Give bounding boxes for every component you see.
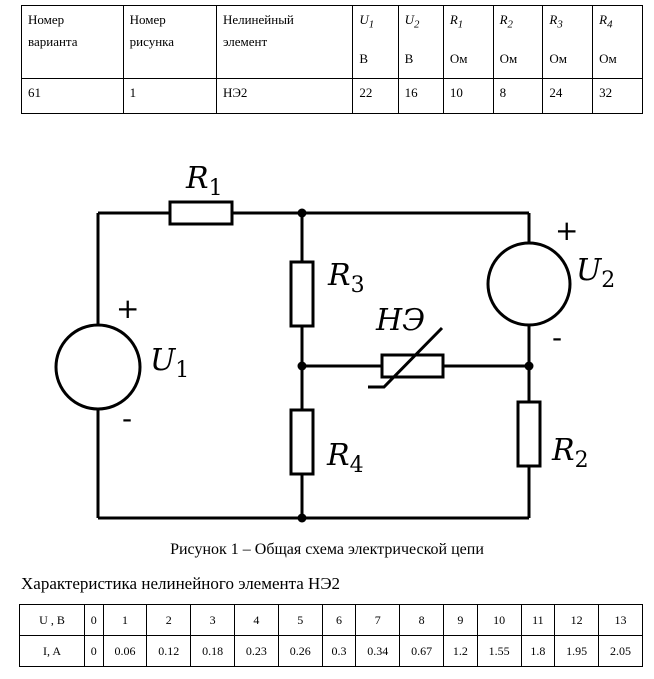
value-variant-number: 61 bbox=[21, 78, 124, 114]
resistor-r1 bbox=[168, 200, 234, 226]
current-cell: 0 bbox=[84, 635, 104, 667]
minus-sign-u1: - bbox=[122, 402, 132, 435]
voltage-cell: 4 bbox=[234, 604, 279, 636]
value-r2: 8 bbox=[492, 78, 544, 114]
header-symbol: R2 bbox=[499, 12, 513, 31]
header-u1: U1 В bbox=[352, 5, 399, 79]
value-r3: 24 bbox=[542, 78, 594, 114]
header-r3: R3 Ом bbox=[542, 5, 594, 79]
header-u2: U2 В bbox=[397, 5, 444, 79]
header-symbol: U1 bbox=[359, 12, 375, 31]
header-symbol: R4 bbox=[599, 12, 613, 31]
label-r1: R1 bbox=[185, 161, 223, 201]
header-r1: R1 Ом bbox=[442, 5, 494, 79]
label-r2: R2 bbox=[551, 433, 589, 473]
voltage-cell: 5 bbox=[277, 604, 323, 636]
header-unit: Ом bbox=[599, 50, 617, 66]
current-cell: 0.12 bbox=[146, 635, 192, 667]
label-u2: U2 bbox=[576, 253, 615, 293]
value-nonlinear-element: НЭ2 bbox=[215, 78, 354, 114]
junction-dot bbox=[524, 361, 534, 371]
value-r4: 32 bbox=[592, 78, 643, 114]
voltage-row: U , В 0 1 2 3 4 5 6 7 8 9 10 11 12 13 bbox=[19, 604, 643, 636]
label-r4: R4 bbox=[326, 438, 364, 478]
voltage-row-label: U , В bbox=[19, 604, 85, 636]
header-text: Номер bbox=[129, 12, 166, 27]
current-row-label: I, A bbox=[19, 635, 85, 667]
current-row: I, A 0 0.06 0.12 0.18 0.23 0.26 0.3 0.34… bbox=[19, 635, 643, 667]
value-u1: 22 bbox=[352, 78, 399, 114]
current-cell: 0.23 bbox=[234, 635, 279, 667]
current-cell: 1.8 bbox=[520, 635, 556, 667]
value-figure-number: 1 bbox=[122, 78, 217, 114]
label-r3: R3 bbox=[327, 258, 365, 298]
voltage-cell: 10 bbox=[476, 604, 522, 636]
header-nonlinear-element: Нелинейный элемент bbox=[215, 5, 354, 79]
junction-dot bbox=[297, 361, 307, 371]
value-u2: 16 bbox=[397, 78, 444, 114]
current-cell: 0.18 bbox=[190, 635, 236, 667]
header-r2: R2 Ом bbox=[492, 5, 544, 79]
current-cell: 0.06 bbox=[102, 635, 148, 667]
voltage-cell: 11 bbox=[520, 604, 556, 636]
voltage-cell: 9 bbox=[443, 604, 478, 636]
characteristic-table: U , В 0 1 2 3 4 5 6 7 8 9 10 11 12 13 I,… bbox=[19, 604, 643, 667]
resistor-r2 bbox=[516, 400, 542, 468]
current-cell: 1.2 bbox=[443, 635, 478, 667]
header-figure-number: Номер рисунка bbox=[122, 5, 217, 79]
header-text: Нелинейный bbox=[222, 12, 294, 27]
voltage-cell: 1 bbox=[102, 604, 148, 636]
junction-dot bbox=[297, 208, 307, 218]
header-text: элемент bbox=[222, 34, 268, 49]
voltage-cell: 13 bbox=[598, 604, 643, 636]
voltage-cell: 2 bbox=[146, 604, 192, 636]
junction-dot bbox=[297, 513, 307, 523]
header-unit: В bbox=[404, 50, 414, 66]
header-symbol: U2 bbox=[404, 12, 420, 31]
current-cell: 1.55 bbox=[476, 635, 522, 667]
plus-sign-u2: + bbox=[555, 214, 578, 247]
current-cell: 0.34 bbox=[355, 635, 401, 667]
header-variant-number: Номер варианта bbox=[21, 5, 124, 79]
header-text: рисунка bbox=[129, 34, 175, 49]
value-r1: 10 bbox=[442, 78, 494, 114]
header-r4: R4 Ом bbox=[592, 5, 643, 79]
minus-sign-u2: - bbox=[552, 321, 562, 354]
label-nonlinear-element: НЭ bbox=[375, 303, 425, 338]
voltage-cell: 0 bbox=[84, 604, 104, 636]
current-cell: 1.95 bbox=[554, 635, 600, 667]
voltage-cell: 6 bbox=[321, 604, 357, 636]
header-symbol: R3 bbox=[549, 12, 563, 31]
current-cell: 0.3 bbox=[321, 635, 357, 667]
voltage-cell: 3 bbox=[190, 604, 236, 636]
resistor-r3 bbox=[289, 260, 315, 328]
voltage-cell: 8 bbox=[399, 604, 445, 636]
resistor-r4 bbox=[289, 408, 315, 476]
voltage-cell: 7 bbox=[355, 604, 401, 636]
current-cell: 2.05 bbox=[598, 635, 643, 667]
label-u1: U1 bbox=[150, 343, 189, 383]
header-unit: Ом bbox=[549, 50, 567, 66]
header-unit: Ом bbox=[499, 50, 518, 66]
header-text: варианта bbox=[28, 34, 78, 49]
characteristic-title: Характеристика нелинейного элемента НЭ2 bbox=[21, 574, 341, 593]
header-unit: В bbox=[359, 50, 369, 66]
source-u1 bbox=[54, 323, 142, 411]
plus-sign-u1: + bbox=[116, 292, 139, 325]
figure-caption: Рисунок 1 – Общая схема электрической це… bbox=[170, 541, 484, 558]
circuit-diagram: R1 R3 R4 R2 U1 U2 НЭ + - + - bbox=[54, 161, 615, 523]
nonlinear-element-slash bbox=[368, 326, 444, 389]
variant-header-row: Номер варианта Номер рисунка Нелинейный … bbox=[21, 5, 643, 79]
header-unit: Ом bbox=[449, 50, 468, 66]
source-u2 bbox=[486, 241, 572, 327]
variant-table: Номер варианта Номер рисунка Нелинейный … bbox=[21, 5, 643, 114]
current-cell: 0.26 bbox=[277, 635, 323, 667]
header-symbol: R1 bbox=[449, 12, 464, 31]
voltage-cell: 12 bbox=[554, 604, 600, 636]
variant-values-row: 61 1 НЭ2 22 16 10 8 24 32 bbox=[21, 78, 643, 114]
header-text: Номер bbox=[28, 12, 65, 27]
current-cell: 0.67 bbox=[399, 635, 445, 667]
